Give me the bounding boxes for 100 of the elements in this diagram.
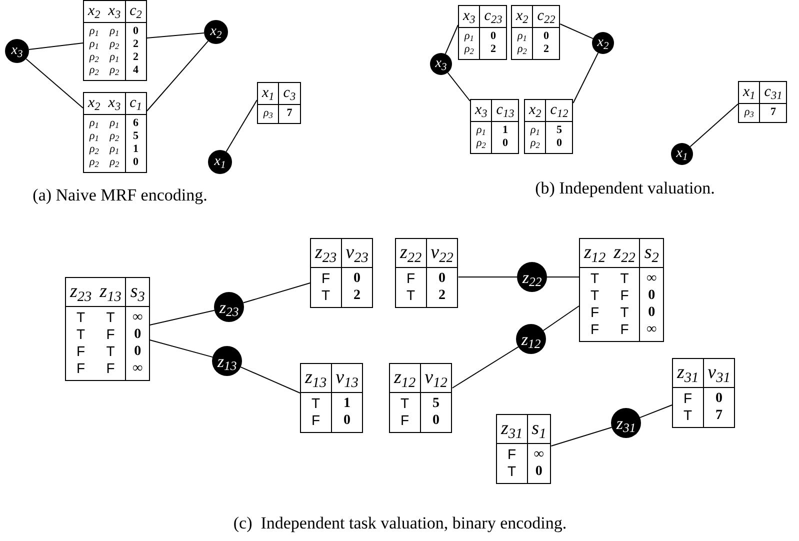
- table-value: ρ$_{1}$: [108, 142, 120, 156]
- table-value: 0: [426, 268, 458, 287]
- column-header: c$_{22}$: [532, 6, 560, 28]
- table-value: 6: [124, 114, 146, 130]
- variable-name: z$_{22}$: [522, 268, 542, 286]
- column-header: x$_{1}$: [739, 82, 760, 104]
- table-value: 5: [545, 122, 572, 137]
- value-table: [83, 0, 147, 81]
- table-value: ρ$_{1}$: [88, 116, 100, 130]
- table-value: ρ$_{1}$: [88, 38, 100, 51]
- table-value: 0: [340, 268, 372, 287]
- table-value: 1: [330, 392, 362, 412]
- connector-line: [690, 104, 738, 148]
- table-value: ρ$_{1}$: [529, 122, 541, 137]
- table-value: ∞: [125, 360, 149, 380]
- column-header: c$_{3}$: [278, 83, 300, 105]
- connector-line: [639, 404, 672, 418]
- connector-line: [242, 282, 310, 304]
- value-table: [458, 5, 508, 60]
- value-table: [389, 363, 452, 433]
- table-value: T: [105, 342, 116, 360]
- column-header: c$_{12}$: [545, 100, 572, 122]
- table-value: ρ$_{2}$: [108, 156, 120, 171]
- table-value: 2: [532, 42, 560, 59]
- table-value: 5: [420, 392, 452, 412]
- column-header: z$_{22}$: [396, 239, 426, 268]
- table-value: F: [590, 304, 600, 321]
- connector-line: [447, 72, 470, 102]
- table-value: T: [590, 268, 600, 287]
- variable-node: [592, 32, 614, 54]
- figure-caption: (c) Independent task valuation, binary encoding.: [233, 512, 567, 534]
- value-table: [300, 363, 364, 433]
- column-header: z$_{23}$: [66, 278, 96, 307]
- value-table: [470, 99, 520, 154]
- column-header: c$_{13}$: [491, 100, 518, 122]
- column-header: v$_{23}$: [340, 239, 372, 268]
- table-value: T: [105, 308, 116, 326]
- connector-line: [572, 52, 599, 104]
- table-value: ρ$_{1}$: [463, 28, 475, 43]
- table-value: F: [76, 342, 86, 360]
- column-header: z$_{13}$: [301, 364, 331, 393]
- column-header: c$_{2}$: [124, 1, 146, 23]
- connector-line: [146, 32, 205, 38]
- table-value: 0: [124, 22, 146, 38]
- table-value: 0: [526, 462, 550, 483]
- variable-name: x$_{1}$: [676, 147, 688, 161]
- value-table: [257, 82, 301, 124]
- table-value: F: [105, 326, 116, 343]
- column-header: s$_{2}$: [639, 239, 663, 268]
- table-value: ρ$_{1}$: [108, 116, 120, 130]
- table-value: T: [619, 304, 630, 321]
- variable-node: [212, 346, 242, 376]
- variable-node: [5, 39, 29, 63]
- connector-line: [458, 276, 518, 278]
- connector-line: [149, 310, 215, 326]
- table-value: ∞: [639, 268, 663, 287]
- table-value: 0: [639, 286, 663, 304]
- variable-name: x$_{2}$: [210, 25, 222, 39]
- variable-node: [204, 20, 228, 44]
- column-header: x$_{2}$: [525, 100, 546, 122]
- table-value: ρ$_{2}$: [108, 130, 120, 143]
- table-value: 0: [124, 156, 146, 172]
- connector-line: [542, 306, 580, 331]
- table-value: ρ$_{1}$: [475, 122, 487, 137]
- column-header: c$_{31}$: [759, 82, 786, 104]
- column-header: c$_{23}$: [479, 6, 506, 28]
- table-value: 2: [426, 286, 458, 307]
- variable-node: [208, 150, 232, 174]
- table-value: T: [320, 286, 332, 305]
- table-value: 0: [479, 28, 506, 43]
- column-header: x$_{3}$: [104, 1, 125, 23]
- column-header: z$_{12}$: [390, 364, 420, 393]
- table-value: 0: [639, 304, 663, 321]
- table-value: ρ$_{2}$: [463, 42, 475, 58]
- value-table: [672, 358, 736, 428]
- table-value: T: [310, 394, 322, 412]
- table-value: T: [76, 326, 86, 343]
- table-value: F: [619, 286, 630, 304]
- column-header: x$_{2}$: [512, 6, 532, 28]
- value-table: [524, 99, 574, 154]
- table-value: F: [506, 444, 518, 463]
- variable-name: x$_{3}$: [435, 57, 447, 71]
- connector-line: [560, 24, 594, 40]
- table-value: T: [406, 286, 416, 305]
- table-value: ρ$_{1}$: [108, 50, 120, 64]
- table-value: ρ$_{2}$: [88, 156, 100, 171]
- table-value: 0: [330, 412, 362, 432]
- table-value: ∞: [639, 320, 663, 341]
- connector-line: [149, 340, 214, 358]
- table-value: T: [506, 462, 518, 481]
- column-header: x$_{2}$: [84, 93, 104, 115]
- variable-node: [671, 143, 693, 165]
- table-value: ρ$_{3}$: [743, 104, 755, 121]
- connector-line: [28, 42, 84, 50]
- table-value: F: [590, 320, 600, 339]
- column-header: v$_{31}$: [702, 359, 734, 388]
- table-value: 0: [125, 342, 149, 360]
- variable-name: x$_{2}$: [597, 36, 609, 50]
- column-header: s$_{3}$: [125, 278, 149, 307]
- variable-node: [517, 262, 547, 292]
